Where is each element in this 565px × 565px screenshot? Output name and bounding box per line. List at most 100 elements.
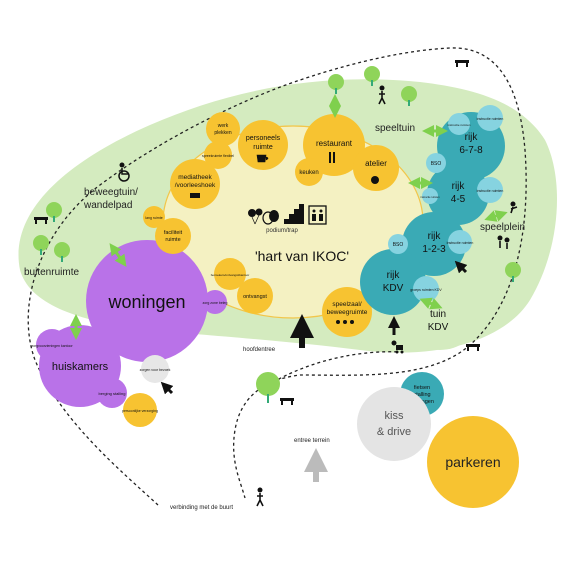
bezoekers-bubble[interactable] xyxy=(214,258,246,290)
tree-icon xyxy=(33,235,49,255)
bso-label: BSO xyxy=(431,161,442,167)
instructie-label: instructie ruimten xyxy=(447,241,474,245)
zorgzone-bubble[interactable] xyxy=(203,290,227,314)
keuken-bubble[interactable] xyxy=(295,158,323,186)
pedestrian-icon xyxy=(256,487,264,507)
tree-icon xyxy=(505,262,521,282)
berging-bubble[interactable] xyxy=(97,378,127,408)
tree-icon xyxy=(328,74,344,94)
bezoekers-label: bezoekers/ontvangst/kantoor xyxy=(211,273,250,277)
huiskamers-label: huiskamers xyxy=(52,361,109,373)
bso-bubble[interactable] xyxy=(426,153,446,173)
berging-label: berging stalling xyxy=(99,391,126,396)
rijk-kdv-label: KDV xyxy=(383,283,404,294)
woningen-label: woningen xyxy=(107,292,185,312)
verzorging-bubble[interactable] xyxy=(123,393,157,427)
kiss-drive-label: & drive xyxy=(377,426,411,438)
rijk-45-label: 4-5 xyxy=(451,194,466,205)
green-arrow xyxy=(109,243,127,267)
cup-icon xyxy=(256,154,269,163)
instructie-bubble[interactable] xyxy=(448,113,470,135)
instructie-label: instructie ruimten xyxy=(420,196,440,199)
atelier-bubble[interactable] xyxy=(353,145,399,191)
mediatheek-bubble[interactable] xyxy=(170,159,220,209)
parkeren-label: parkeren xyxy=(445,454,500,470)
speelzaal-bubble[interactable] xyxy=(322,287,372,337)
lang-ruimte-bubble[interactable] xyxy=(143,206,165,228)
bench-icon xyxy=(34,217,48,224)
fietsenstalling-label: fietsen xyxy=(414,385,430,391)
rijk-123-label: 1-2-3 xyxy=(422,244,446,255)
werkplekken-label: werk xyxy=(218,123,229,129)
pedestrian-icon xyxy=(378,85,386,105)
child-icon xyxy=(336,320,354,324)
speelzaal-label: speelzaal/ xyxy=(332,301,361,308)
stroller-icon xyxy=(391,340,404,354)
balloons-icon xyxy=(248,208,263,225)
books-icon xyxy=(190,193,200,198)
stairs-icon xyxy=(284,204,304,224)
personeelsruimte-label: ruimte xyxy=(253,144,273,151)
speelzaal-label: beweegruimte xyxy=(327,309,368,316)
instructie-bubble[interactable] xyxy=(477,105,503,131)
elevator-icon xyxy=(308,205,327,225)
personeelsruimte-bubble[interactable] xyxy=(238,120,288,170)
child-icon xyxy=(497,235,510,249)
tuin-kdv-label: KDV xyxy=(428,322,449,333)
bench-icon xyxy=(455,60,469,67)
rijk-45-label: rijk xyxy=(452,181,466,192)
rijk-123-bubble[interactable] xyxy=(402,212,466,276)
buitenruimte-label: buitenruimte xyxy=(24,267,79,278)
wheelchair-icon xyxy=(118,162,130,182)
parkeren-bubble[interactable] xyxy=(427,416,519,508)
tuin-kdv-label: tuin xyxy=(430,309,446,320)
faciliteit-label: faciliteit xyxy=(164,230,183,236)
verzorging-label: persoonlijke verzorging xyxy=(122,409,158,413)
groeps-label: groeps ruimten KDV xyxy=(410,288,442,292)
restaurant-label: restaurant xyxy=(316,139,353,148)
tree-icon xyxy=(256,372,280,403)
restaurant-bubble[interactable] xyxy=(303,114,365,176)
rijk-kdv-bubble[interactable] xyxy=(360,249,426,315)
kiss-drive-bubble[interactable] xyxy=(357,387,431,461)
zorgen-bezoek-bubble[interactable] xyxy=(141,355,169,383)
rijk-kdv-label: rijk xyxy=(387,270,401,281)
spreekruimte-bubble[interactable] xyxy=(204,141,232,169)
woningen-bubble[interactable] xyxy=(86,240,208,362)
speelplein-label: speelplein xyxy=(480,222,525,233)
spreekruimte-label: spreekruimte flexibel xyxy=(202,154,234,158)
werkplekken-bubble[interactable] xyxy=(206,112,240,146)
rijk-123-label: rijk xyxy=(428,231,442,242)
woonzorg-bubble[interactable] xyxy=(36,329,68,361)
zorgzone-label: zorg zone beleg xyxy=(203,301,228,305)
bso-bubble[interactable] xyxy=(388,234,408,254)
instructie-label: instructie ruimten xyxy=(448,123,471,127)
bso-label: BSO xyxy=(393,242,404,248)
mediatheek-label: /voorleeshoek xyxy=(175,182,216,189)
instructie-label: instructie ruimten xyxy=(477,117,504,121)
green-arrow xyxy=(484,210,508,222)
lang-ruimte-label: lang ruimte xyxy=(145,216,162,220)
instructie-bubble[interactable] xyxy=(448,230,472,254)
faciliteit-label: ruimte xyxy=(165,237,180,243)
entree-terrein-label: entree terrein xyxy=(294,438,330,444)
rijk-678-label: rijk xyxy=(465,132,479,143)
cutlery-icon xyxy=(329,152,335,163)
rijk-45-bubble[interactable] xyxy=(427,163,489,225)
kiss-drive-label: kiss xyxy=(385,410,404,422)
child-icon xyxy=(510,201,518,214)
walkway-path xyxy=(27,47,527,506)
arrow-up-icon xyxy=(454,260,468,274)
tree-icon xyxy=(46,202,62,222)
faciliteit-bubble[interactable] xyxy=(155,218,191,254)
verbinding-label: verbinding met de buurt xyxy=(170,505,233,511)
ontvangst-bubble[interactable] xyxy=(237,278,273,314)
groeps-bubble[interactable] xyxy=(413,276,439,302)
zorgen-bezoek-label: zorgen voor bezoek xyxy=(140,368,171,372)
instructie-bubble[interactable] xyxy=(422,188,438,204)
instructie-bubble[interactable] xyxy=(477,177,503,203)
mediatheek-label: mediatheek xyxy=(178,174,212,181)
personeelsruimte-label: personeels xyxy=(246,135,281,142)
tree-icon xyxy=(364,66,380,86)
